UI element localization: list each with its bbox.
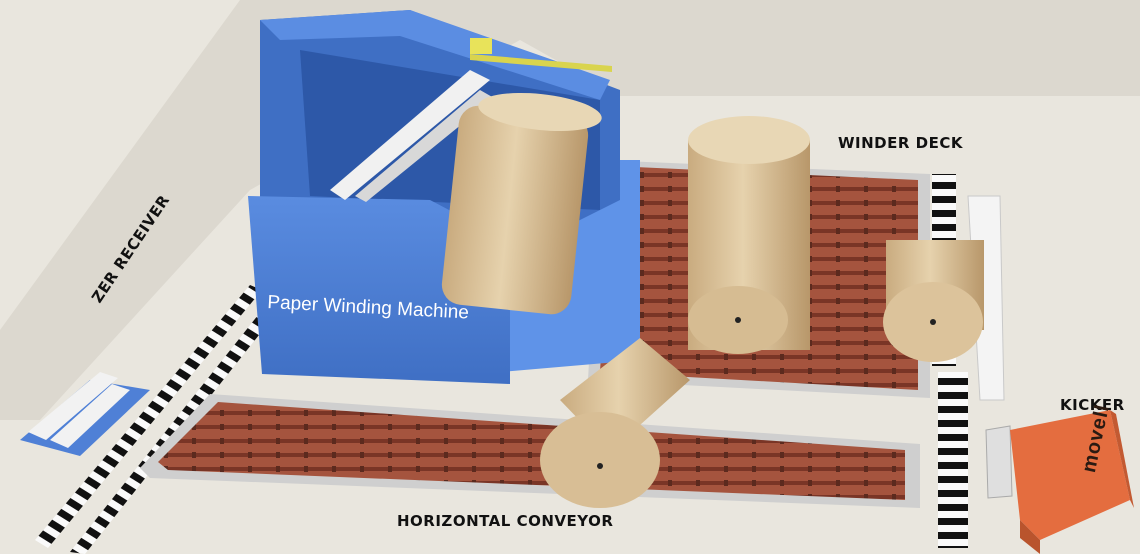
safety-stripes-left [70,300,282,554]
machine-front [248,196,510,384]
horizontal-conveyor-bed [158,402,905,500]
safety-stripes-right [938,372,968,548]
machine-top [260,10,610,100]
horizontal-conveyor-label: HORIZONTAL CONVEYOR [397,512,614,530]
zer-receiver-plate [50,384,130,448]
white-roller [355,90,494,202]
paper-roll-conveyor [540,338,690,508]
yellow-trolley [470,38,492,54]
paper-roll-right [883,240,984,362]
yellow-rail [470,54,612,72]
paper-roll-machine [441,92,602,315]
kicker-label: KICKER [1060,396,1125,414]
safety-stripes-left [35,285,262,548]
kicker-unit [985,410,1134,554]
zer-receiver-plate [28,372,118,440]
winder-deck-label: WINDER DECK [838,134,963,152]
paper-roll-tall [688,116,810,354]
white-roller [330,70,490,200]
